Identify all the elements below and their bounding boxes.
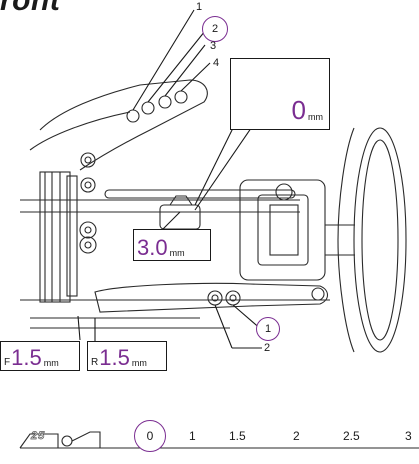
rear-callout: R 1.5 mm [87,341,167,371]
rear-unit: mm [131,358,147,368]
shock-position-callout: 3.0 mm [133,229,211,261]
page-number: 25 [31,430,46,443]
front-side-label: F [4,357,11,368]
front-callout: F 1.5 mm [0,341,80,371]
lower-label-2: 2 [264,342,271,354]
camber-unit: mm [308,112,323,122]
label-2-text: 2 [211,23,219,35]
label-3: 3 [210,40,217,52]
scale-value-5: 3 [405,429,412,443]
scale-value-4: 2.5 [343,429,360,443]
shock-unit: mm [169,248,185,258]
label-2-circled: 2 [202,16,228,42]
front-unit: mm [43,358,59,368]
rear-value: 1.5 [99,345,130,370]
label-1: 1 [196,1,203,13]
front-value: 1.5 [11,345,42,370]
label-4: 4 [213,57,220,69]
rear-side-label: R [91,357,99,368]
page-title: ront [0,0,61,17]
scale-value-2: 1.5 [229,429,246,443]
scale-selected: 0 [134,420,166,452]
camber-link-callout: 0 mm [230,58,330,130]
scale-selected-text: 0 [146,429,154,443]
lower-label-1-text: 1 [264,323,272,335]
scale-value-3: 2 [293,429,300,443]
camber-value: 0 [291,95,306,125]
scale-value-1: 1 [189,429,196,443]
shock-value: 3.0 [137,235,168,260]
lower-label-1-circled: 1 [256,317,280,341]
